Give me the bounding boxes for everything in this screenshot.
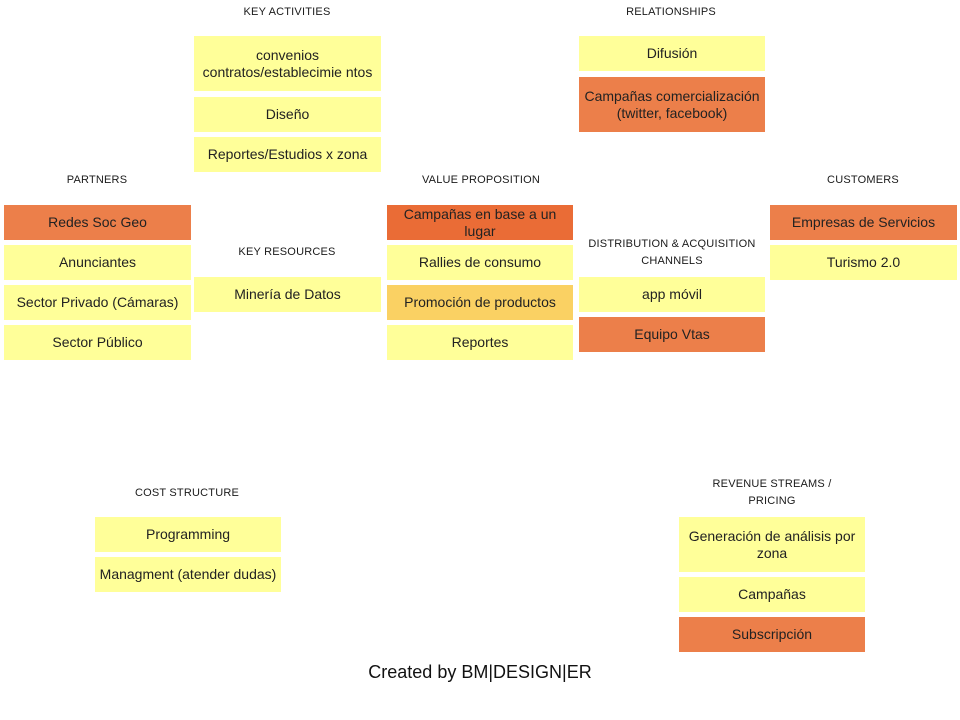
header-key-resources: KEY RESOURCES <box>238 246 336 258</box>
header-partners: PARTNERS <box>66 174 128 186</box>
note-relationship-diffusion[interactable]: Difusión <box>579 36 765 71</box>
note-cost-programming[interactable]: Programming <box>95 517 281 552</box>
note-value-product-promotion[interactable]: Promoción de productos <box>387 285 573 320</box>
note-channel-sales-team[interactable]: Equipo Vtas <box>579 317 765 352</box>
note-revenue-subscription[interactable]: Subscripción <box>679 617 865 652</box>
note-cost-management[interactable]: Managment (atender dudas) <box>95 557 281 592</box>
note-partner-private-sector[interactable]: Sector Privado (Cámaras) <box>4 285 191 320</box>
note-key-activity-reports[interactable]: Reportes/Estudios x zona <box>194 137 381 172</box>
note-key-activity-design[interactable]: Diseño <box>194 97 381 132</box>
note-value-consumer-rallies[interactable]: Rallies de consumo <box>387 245 573 280</box>
note-customer-service-companies[interactable]: Empresas de Servicios <box>770 205 957 240</box>
footer-credit: Created by BM|DESIGN|ER <box>368 662 592 682</box>
note-customer-tourism[interactable]: Turismo 2.0 <box>770 245 957 280</box>
header-distribution-channels: DISTRIBUTION & ACQUISITION CHANNELS <box>588 238 756 267</box>
note-partner-advertisers[interactable]: Anunciantes <box>4 245 191 280</box>
header-key-activities: KEY ACTIVITIES <box>243 6 331 18</box>
note-revenue-campaigns[interactable]: Campañas <box>679 577 865 612</box>
note-value-location-campaigns[interactable]: Campañas en base a un lugar <box>387 205 573 240</box>
header-customers: CUSTOMERS <box>827 174 899 186</box>
note-revenue-zone-analysis[interactable]: Generación de análisis por zona <box>679 517 865 572</box>
note-channel-mobile-app[interactable]: app móvil <box>579 277 765 312</box>
note-partner-public-sector[interactable]: Sector Público <box>4 325 191 360</box>
note-key-resource-data-mining[interactable]: Minería de Datos <box>194 277 381 312</box>
note-key-activity-agreements[interactable]: convenios contratos/establecimie ntos <box>194 36 381 91</box>
header-revenue-streams: REVENUE STREAMS / PRICING <box>712 478 832 507</box>
note-value-reports[interactable]: Reportes <box>387 325 573 360</box>
header-relationships: RELATIONSHIPS <box>626 6 716 18</box>
note-partner-social-geo[interactable]: Redes Soc Geo <box>4 205 191 240</box>
header-value-proposition: VALUE PROPOSITION <box>421 174 541 186</box>
header-cost-structure: COST STRUCTURE <box>134 487 240 499</box>
note-relationship-campaigns[interactable]: Campañas comercialización (twitter, face… <box>579 77 765 132</box>
